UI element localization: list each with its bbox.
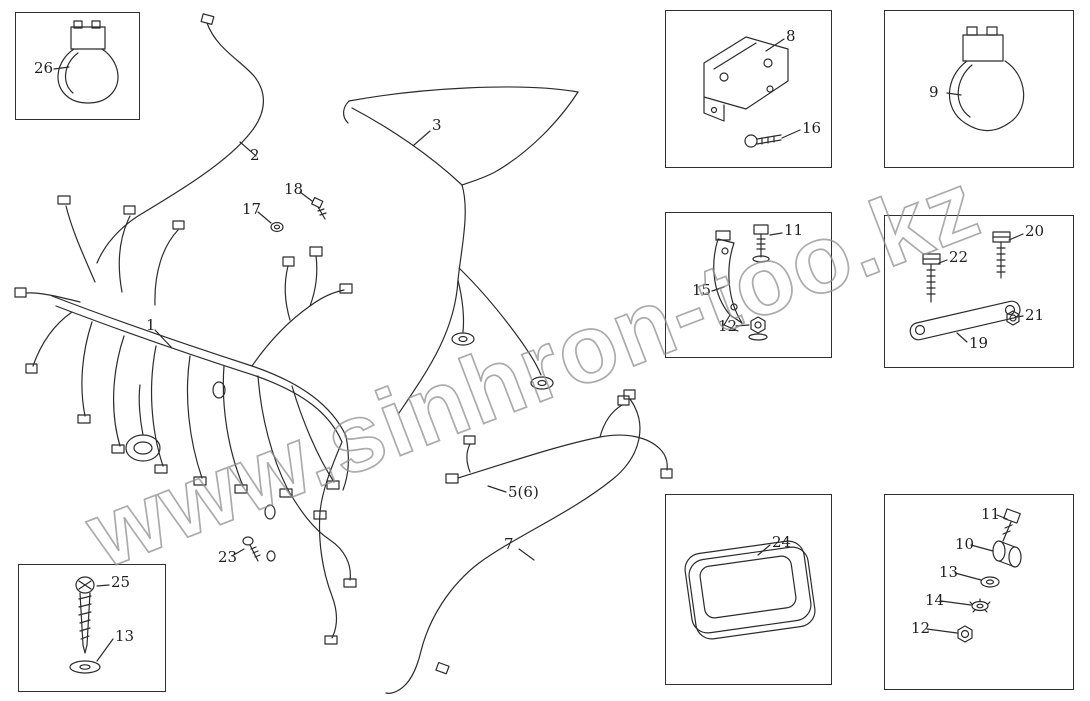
detail-box-19-20-21-22: 20 22 21 19 [884, 215, 1074, 368]
callout-25: 25 [111, 573, 131, 591]
wire-5-6-art [445, 395, 673, 493]
callout-2: 2 [250, 146, 260, 164]
callout-26: 26 [34, 59, 54, 77]
callout-16: 16 [802, 119, 822, 137]
callout-13b: 13 [939, 563, 959, 581]
callout-3: 3 [432, 116, 442, 134]
clamp-9-illustration [946, 26, 1025, 132]
callout-19: 19 [969, 334, 989, 352]
callout-13a: 13 [115, 627, 135, 645]
detail-box-9: 9 [884, 10, 1074, 168]
callout-5-6: 5(6) [508, 483, 539, 501]
callout-7: 7 [504, 535, 514, 553]
wire-3-art [343, 86, 579, 414]
callout-14: 14 [925, 591, 945, 609]
detail-box-10-11-12-13-14: 11 10 13 14 12 [884, 494, 1074, 690]
detail-box-11-15-12: 11 15 12 [665, 212, 832, 358]
callout-8: 8 [786, 27, 796, 45]
callout-12b: 12 [911, 619, 931, 637]
callout-18: 18 [284, 180, 304, 198]
callout-15: 15 [692, 281, 712, 299]
wire-2-art [96, 13, 264, 264]
mount-stack-illustration [926, 508, 1022, 643]
callout-9: 9 [929, 83, 939, 101]
screw-25-illustration [69, 576, 114, 674]
clamp-26-illustration [53, 20, 119, 104]
detail-box-8-16: 8 16 [665, 10, 832, 168]
harness-1-art [14, 195, 357, 645]
callout-20: 20 [1025, 222, 1045, 240]
screw-23-art [231, 536, 276, 562]
bracket-15-illustration [711, 224, 783, 341]
callout-17: 17 [242, 200, 262, 218]
bolt-18-art [299, 191, 327, 220]
callout-11b: 11 [981, 505, 1001, 523]
callout-23: 23 [218, 548, 238, 566]
plate-19-illustration [909, 231, 1024, 343]
detail-box-24: 24 [665, 494, 832, 685]
callout-21: 21 [1025, 306, 1045, 324]
callout-1: 1 [146, 316, 156, 334]
callout-22: 22 [949, 248, 969, 266]
detail-box-25-13: 25 13 [18, 564, 166, 692]
callout-24: 24 [772, 533, 792, 551]
callout-11a: 11 [784, 221, 804, 239]
wire-7-art [385, 389, 641, 694]
grommet-17-art [257, 211, 284, 233]
cover-24-illustration [684, 540, 816, 640]
callout-12a: 12 [718, 317, 738, 335]
callout-10: 10 [955, 535, 975, 553]
bracket-8-illustration [703, 36, 801, 148]
detail-box-26: 26 [15, 12, 140, 120]
